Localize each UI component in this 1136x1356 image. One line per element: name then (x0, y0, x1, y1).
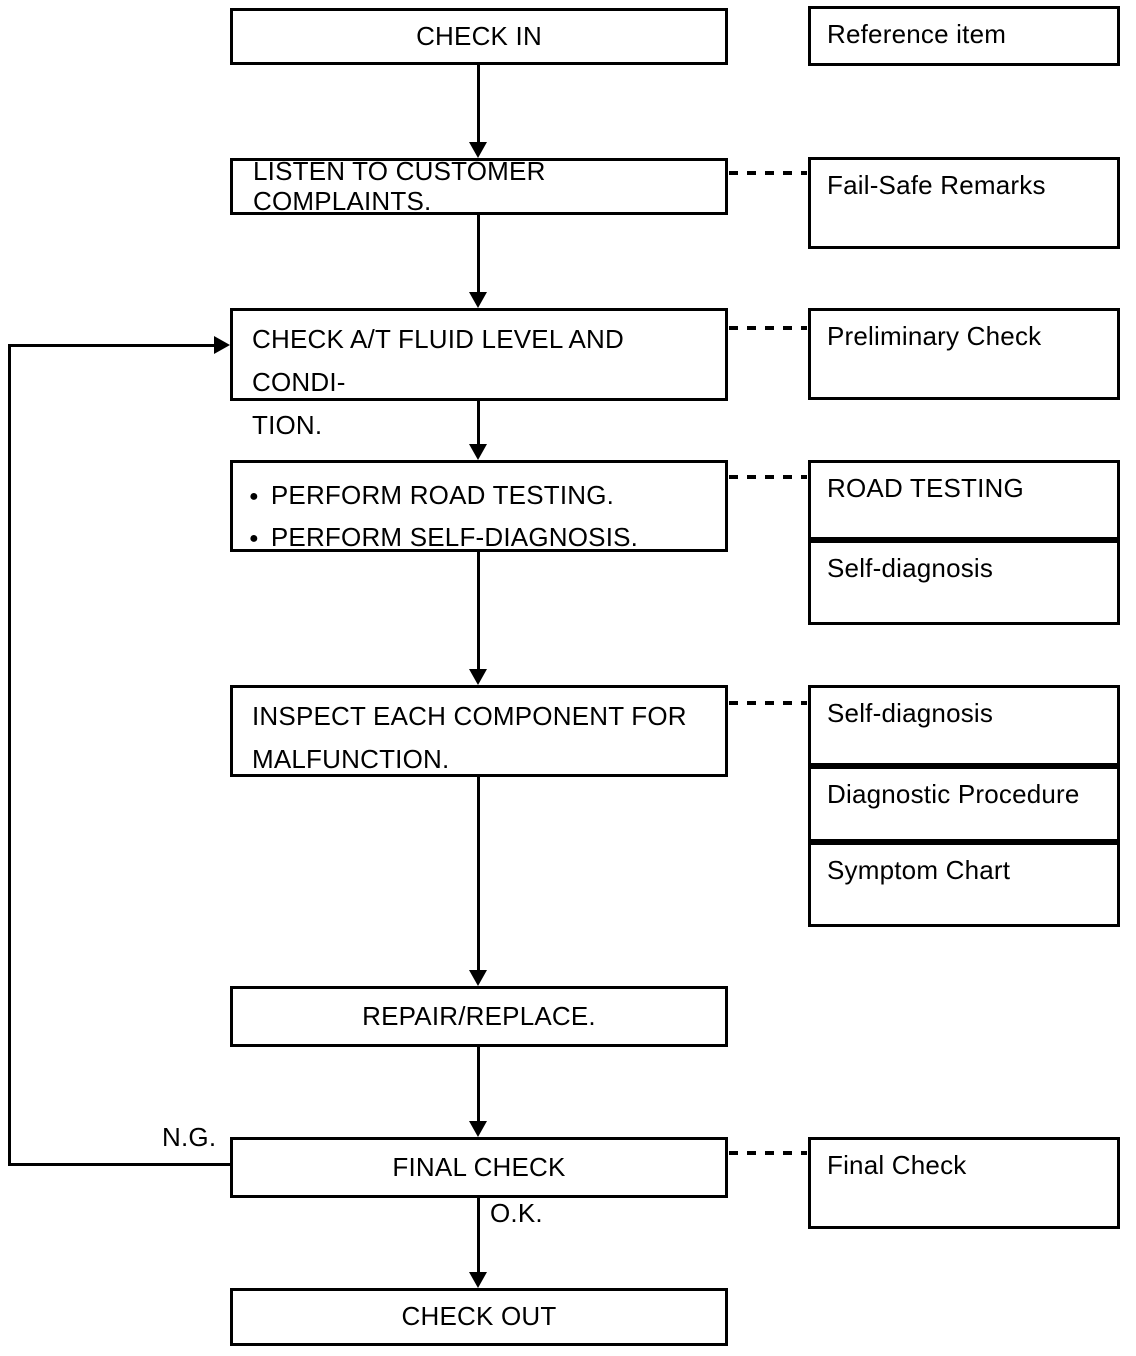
connector-line (477, 777, 480, 971)
ref-box-fail-safe-remarks-label: Fail-Safe Remarks (827, 170, 1046, 200)
flow-node-road-testing: ● PERFORM ROAD TESTING. ● PERFORM SELF-DIA… (230, 460, 728, 552)
flow-node-road-testing-item2: ● PERFORM SELF-DIAGNOSIS. (249, 517, 715, 559)
flow-node-repair-replace-label: REPAIR/REPLACE. (362, 1000, 596, 1031)
dashed-connector-fluid (729, 326, 807, 330)
ref-box-diagnostic-procedure-label: Diagnostic Procedure (827, 779, 1080, 809)
flow-node-check-out-label: CHECK OUT (401, 1301, 557, 1332)
flow-node-fluid-check: CHECK A/T FLUID LEVEL AND CONDI- TION. (230, 308, 728, 440)
connector-line (477, 400, 480, 446)
ref-box-self-diagnosis-1: Self-diagnosis (808, 540, 1120, 625)
connector-line (477, 1047, 480, 1122)
flow-node-check-out: CHECK OUT (230, 1288, 728, 1346)
arrowhead-down-icon (469, 444, 487, 460)
flow-node-repair-replace: REPAIR/REPLACE. (230, 986, 728, 1047)
ref-box-road-testing-label: ROAD TESTING (827, 473, 1024, 503)
dashed-connector-road (729, 475, 807, 479)
dashed-connector-listen (729, 171, 807, 175)
flow-node-inspect-components-line2: MALFUNCTION. (252, 744, 450, 774)
ok-label: O.K. (490, 1198, 543, 1228)
connector-line (477, 215, 480, 293)
ref-box-self-diagnosis-1-label: Self-diagnosis (827, 553, 994, 583)
arrowhead-down-icon (469, 1121, 487, 1137)
ref-box-self-diagnosis-2-label: Self-diagnosis (827, 698, 994, 728)
dashed-connector-final (729, 1151, 807, 1155)
ng-label: N.G. (162, 1122, 217, 1152)
flow-node-final-check: FINAL CHECK (230, 1137, 728, 1198)
arrowhead-down-icon (469, 142, 487, 158)
ref-box-fail-safe-remarks: Fail-Safe Remarks (808, 157, 1120, 249)
ref-box-final-check-label: Final Check (827, 1150, 967, 1180)
ref-box-reference-item: Reference item (808, 6, 1120, 66)
ref-box-reference-item-label: Reference item (827, 19, 1007, 49)
connector-line (477, 64, 480, 146)
connector-line (477, 552, 480, 670)
flow-node-road-testing-item1-label: PERFORM ROAD TESTING. (270, 480, 615, 510)
flow-node-final-check-label: FINAL CHECK (392, 1151, 566, 1182)
flow-node-inspect-components: INSPECT EACH COMPONENT FOR MALFUNCTION. (230, 685, 728, 777)
arrowhead-down-icon (469, 292, 487, 308)
ref-box-symptom-chart: Symptom Chart (808, 842, 1120, 927)
flow-node-road-testing-item2-label: PERFORM SELF-DIAGNOSIS. (270, 522, 639, 552)
dashed-connector-inspect (729, 701, 807, 705)
arrowhead-down-icon (469, 970, 487, 986)
flow-node-fluid-check-line1: CHECK A/T FLUID LEVEL AND CONDI- (252, 324, 625, 397)
flow-node-inspect-components-line1: INSPECT EACH COMPONENT FOR (252, 701, 687, 731)
flow-node-check-in: CHECK IN (230, 8, 728, 65)
arrowhead-down-icon (469, 669, 487, 685)
flow-node-road-testing-item1: ● PERFORM ROAD TESTING. (249, 475, 715, 517)
ref-box-self-diagnosis-2: Self-diagnosis (808, 685, 1120, 766)
flow-node-listen-complaints-label: LISTEN TO CUSTOMER COMPLAINTS. (253, 155, 546, 216)
ng-loop-top-line (8, 344, 214, 347)
bullet-icon: ● (249, 488, 259, 505)
flow-node-listen-complaints: LISTEN TO CUSTOMER COMPLAINTS. (230, 155, 728, 216)
ref-box-final-check: Final Check (808, 1137, 1120, 1229)
ref-box-symptom-chart-label: Symptom Chart (827, 855, 1011, 885)
ref-box-preliminary-check: Preliminary Check (808, 308, 1120, 400)
flow-node-check-in-label: CHECK IN (416, 20, 542, 51)
arrowhead-right-icon (214, 336, 230, 354)
flow-node-fluid-check-line2: TION. (252, 410, 323, 440)
ng-loop-vertical-line (8, 345, 11, 1165)
ref-box-diagnostic-procedure: Diagnostic Procedure (808, 766, 1120, 842)
arrowhead-down-icon (469, 1272, 487, 1288)
bullet-icon: ● (249, 530, 259, 547)
connector-line (477, 1198, 480, 1273)
ng-loop-bottom-line (8, 1163, 230, 1166)
ref-box-preliminary-check-label: Preliminary Check (827, 321, 1042, 351)
ref-box-road-testing: ROAD TESTING (808, 460, 1120, 540)
